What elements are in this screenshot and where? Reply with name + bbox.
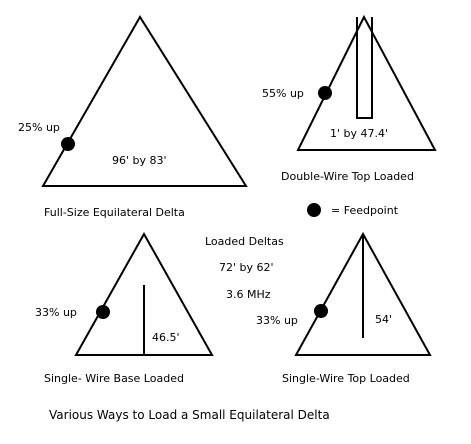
footer-title: Various Ways to Load a Small Equilateral…	[49, 408, 330, 422]
single-wire-base-feedpoint-icon	[96, 305, 110, 319]
single-wire-top-size-label: 54'	[375, 313, 392, 326]
full-size-feedpoint-icon	[61, 137, 75, 151]
double-wire-size-label: 1' by 47.4'	[330, 127, 388, 140]
double-wire-top-loaded-delta: 55% up 1' by 47.4' Double-Wire Top Loade…	[262, 14, 437, 183]
single-wire-base-caption: Single- Wire Base Loaded	[44, 372, 184, 385]
full-size-feed-label: 25% up	[18, 121, 60, 134]
double-wire-loading-wires	[356, 17, 373, 119]
full-size-size-label: 96' by 83'	[112, 154, 167, 167]
single-wire-top-feed-label: 33% up	[256, 314, 298, 327]
double-wire-caption: Double-Wire Top Loaded	[281, 170, 414, 183]
single-wire-base-size-label: 46.5'	[152, 331, 180, 344]
full-size-delta-triangle	[41, 15, 248, 187]
loaded-deltas-info: Loaded Deltas 72' by 62' 3.6 MHz	[205, 235, 284, 301]
legend-feedpoint-icon	[307, 203, 321, 217]
legend-label: = Feedpoint	[331, 204, 399, 217]
loaded-deltas-frequency: 3.6 MHz	[226, 288, 271, 301]
loaded-deltas-title: Loaded Deltas	[205, 235, 284, 248]
double-wire-feed-label: 55% up	[262, 87, 304, 100]
single-wire-base-feed-label: 33% up	[35, 306, 77, 319]
feedpoint-legend: = Feedpoint	[307, 203, 399, 217]
double-wire-feedpoint-icon	[318, 86, 332, 100]
full-size-delta: 25% up 96' by 83' Full-Size Equilateral …	[18, 15, 248, 219]
full-size-caption: Full-Size Equilateral Delta	[44, 206, 185, 219]
loaded-deltas-dimensions: 72' by 62'	[219, 261, 274, 274]
single-wire-top-loaded-delta: 33% up 54' Single-Wire Top Loaded	[256, 231, 432, 385]
single-wire-top-caption: Single-Wire Top Loaded	[282, 372, 410, 385]
single-wire-top-feedpoint-icon	[314, 304, 328, 318]
double-wire-triangle	[296, 14, 437, 151]
single-wire-base-loaded-delta: 33% up 46.5' Single- Wire Base Loaded	[35, 231, 214, 385]
